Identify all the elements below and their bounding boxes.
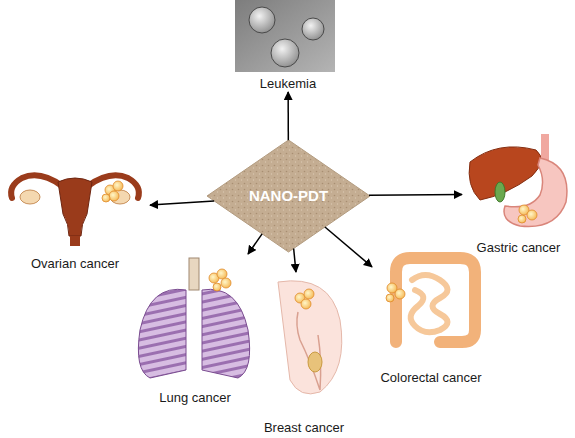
small-intestine bbox=[411, 275, 448, 332]
text-group: NANO-PDT bbox=[207, 140, 370, 252]
trachea bbox=[189, 258, 199, 290]
text-group: Colorectal cancer bbox=[372, 370, 490, 386]
arrow-connector bbox=[294, 248, 296, 272]
micrograph-background bbox=[235, 0, 335, 72]
tumor-cluster bbox=[213, 283, 221, 291]
tumor-cluster bbox=[527, 210, 537, 220]
tumor-cluster bbox=[102, 194, 110, 202]
organ-label: Lung cancer bbox=[128, 390, 262, 406]
milk-duct bbox=[297, 312, 321, 390]
uterus-body bbox=[58, 178, 92, 236]
arrow-connector bbox=[287, 92, 289, 140]
hub-label: NANO-PDT bbox=[249, 188, 328, 204]
text-group: Ovarian cancer bbox=[0, 256, 150, 272]
organ-panel: Gastric cancer bbox=[462, 132, 575, 256]
organ-label: Breast cancer bbox=[258, 420, 350, 436]
tumor-cluster bbox=[386, 294, 394, 302]
stomach bbox=[504, 158, 567, 227]
leukemia-cell bbox=[249, 7, 275, 33]
gland-lobule bbox=[308, 352, 322, 372]
stomach-illustration bbox=[469, 134, 567, 227]
gallbladder bbox=[495, 182, 505, 202]
left-lung bbox=[138, 289, 186, 378]
arrow-connector bbox=[248, 234, 262, 254]
tumor-cluster bbox=[113, 181, 123, 191]
tumor-cluster bbox=[217, 269, 227, 279]
uterus-illustration bbox=[11, 175, 139, 246]
organ-panel: Breast cancer bbox=[258, 272, 350, 436]
organ-panel: Lung cancer bbox=[128, 254, 262, 406]
cervix bbox=[70, 236, 80, 246]
text-group: Lung cancer bbox=[128, 390, 262, 406]
tumor-cluster bbox=[109, 191, 119, 201]
tumor-cluster bbox=[518, 215, 526, 223]
right-lung bbox=[202, 289, 250, 378]
ovary bbox=[110, 190, 130, 204]
arrow-connector bbox=[369, 194, 462, 196]
organ-label: Colorectal cancer bbox=[372, 370, 490, 386]
diamond-shape bbox=[207, 140, 370, 252]
esophagus bbox=[541, 134, 549, 160]
organ-label: Gastric cancer bbox=[462, 240, 575, 256]
organ-label: Ovarian cancer bbox=[0, 256, 150, 272]
tumor-cluster bbox=[221, 278, 231, 288]
organ-panel: Ovarian cancer bbox=[0, 148, 150, 272]
leukemia-micrograph bbox=[235, 0, 335, 72]
hub-diamond: NANO-PDT bbox=[207, 140, 370, 252]
ovary bbox=[20, 190, 40, 204]
leukemia-cell bbox=[271, 39, 299, 67]
breast-outline bbox=[278, 281, 342, 394]
leukemia-cell bbox=[302, 18, 324, 40]
organ-label: Leukemia bbox=[232, 76, 344, 92]
text-group: Leukemia bbox=[232, 76, 344, 92]
text-group: Gastric cancer bbox=[462, 240, 575, 256]
tumor-cluster bbox=[304, 289, 314, 299]
arrow-connector bbox=[325, 227, 372, 267]
arrow-connector bbox=[150, 201, 214, 205]
organ-panel: Leukemia bbox=[232, 0, 344, 92]
tumor-cluster bbox=[395, 289, 405, 299]
tumor-cluster bbox=[301, 299, 311, 309]
organ-panel: Colorectal cancer bbox=[372, 248, 490, 386]
text-group: Breast cancer bbox=[258, 420, 350, 436]
large-intestine bbox=[396, 258, 475, 342]
breast-illustration bbox=[278, 281, 342, 394]
intestine-illustration bbox=[386, 258, 475, 342]
lung-illustration bbox=[138, 258, 249, 378]
